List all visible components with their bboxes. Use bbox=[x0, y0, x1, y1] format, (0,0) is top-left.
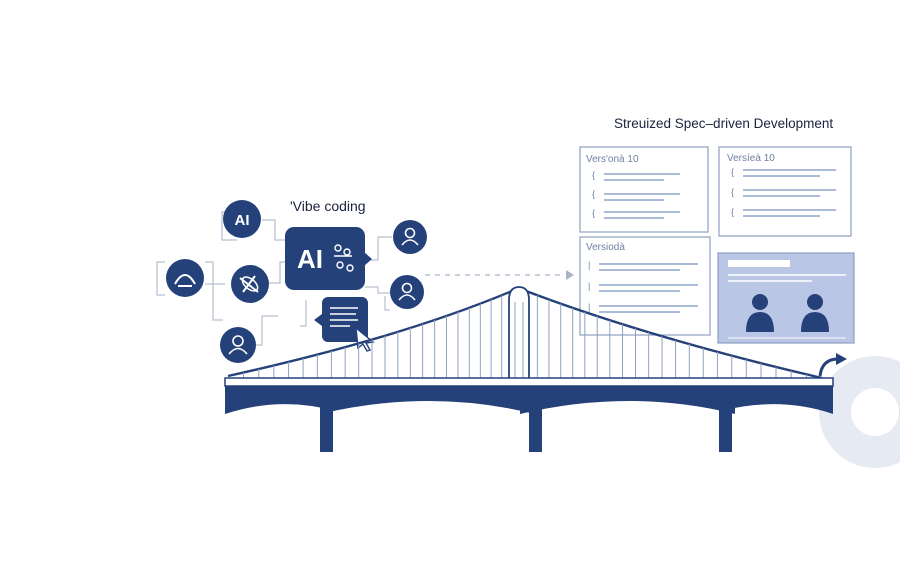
svg-text:{: { bbox=[592, 170, 595, 180]
document-icon: Versiodà | | | bbox=[579, 236, 711, 336]
bridge-deck bbox=[224, 377, 834, 396]
ai-chat-text: AI bbox=[297, 244, 323, 274]
decorative-circle bbox=[819, 356, 900, 468]
person-icon bbox=[390, 275, 424, 309]
dashed-flow-arrow bbox=[425, 270, 574, 280]
document-icon: Vers'onà 10 { { { bbox=[579, 146, 709, 233]
ai-badge-icon: AI bbox=[223, 200, 261, 238]
svg-text:{: { bbox=[731, 167, 734, 177]
bridge-tower bbox=[508, 286, 530, 383]
hands-icon bbox=[166, 259, 204, 297]
doc-2-label: Versíeà 10 bbox=[727, 153, 775, 164]
vibe-coding-label: 'Vibe coding bbox=[290, 198, 366, 214]
document-icon: Versíeà 10 { { { bbox=[718, 146, 852, 237]
person-icon bbox=[220, 327, 256, 363]
compass-icon bbox=[231, 265, 269, 303]
svg-text:{: { bbox=[731, 207, 734, 217]
ai-chat-icon: AI bbox=[285, 227, 372, 290]
doc-1-label: Vers'onà 10 bbox=[586, 154, 639, 165]
doc-3-label: Versiodà bbox=[586, 242, 625, 253]
person-icon bbox=[393, 220, 427, 254]
svg-text:{: { bbox=[592, 208, 595, 218]
arrow-icon bbox=[818, 353, 847, 377]
svg-text:|: | bbox=[588, 260, 590, 270]
team-panel-icon bbox=[717, 252, 855, 344]
svg-text:{: { bbox=[592, 189, 595, 199]
svg-text:{: { bbox=[731, 187, 734, 197]
connector-lines bbox=[156, 211, 392, 346]
svg-text:|: | bbox=[588, 281, 590, 291]
svg-text:|: | bbox=[588, 302, 590, 312]
ai-badge-text: AI bbox=[235, 212, 250, 229]
spec-driven-title: Streuized Spec–driven Development bbox=[614, 116, 833, 131]
bridge-arches bbox=[225, 396, 833, 452]
bridge-suspension bbox=[227, 289, 823, 380]
